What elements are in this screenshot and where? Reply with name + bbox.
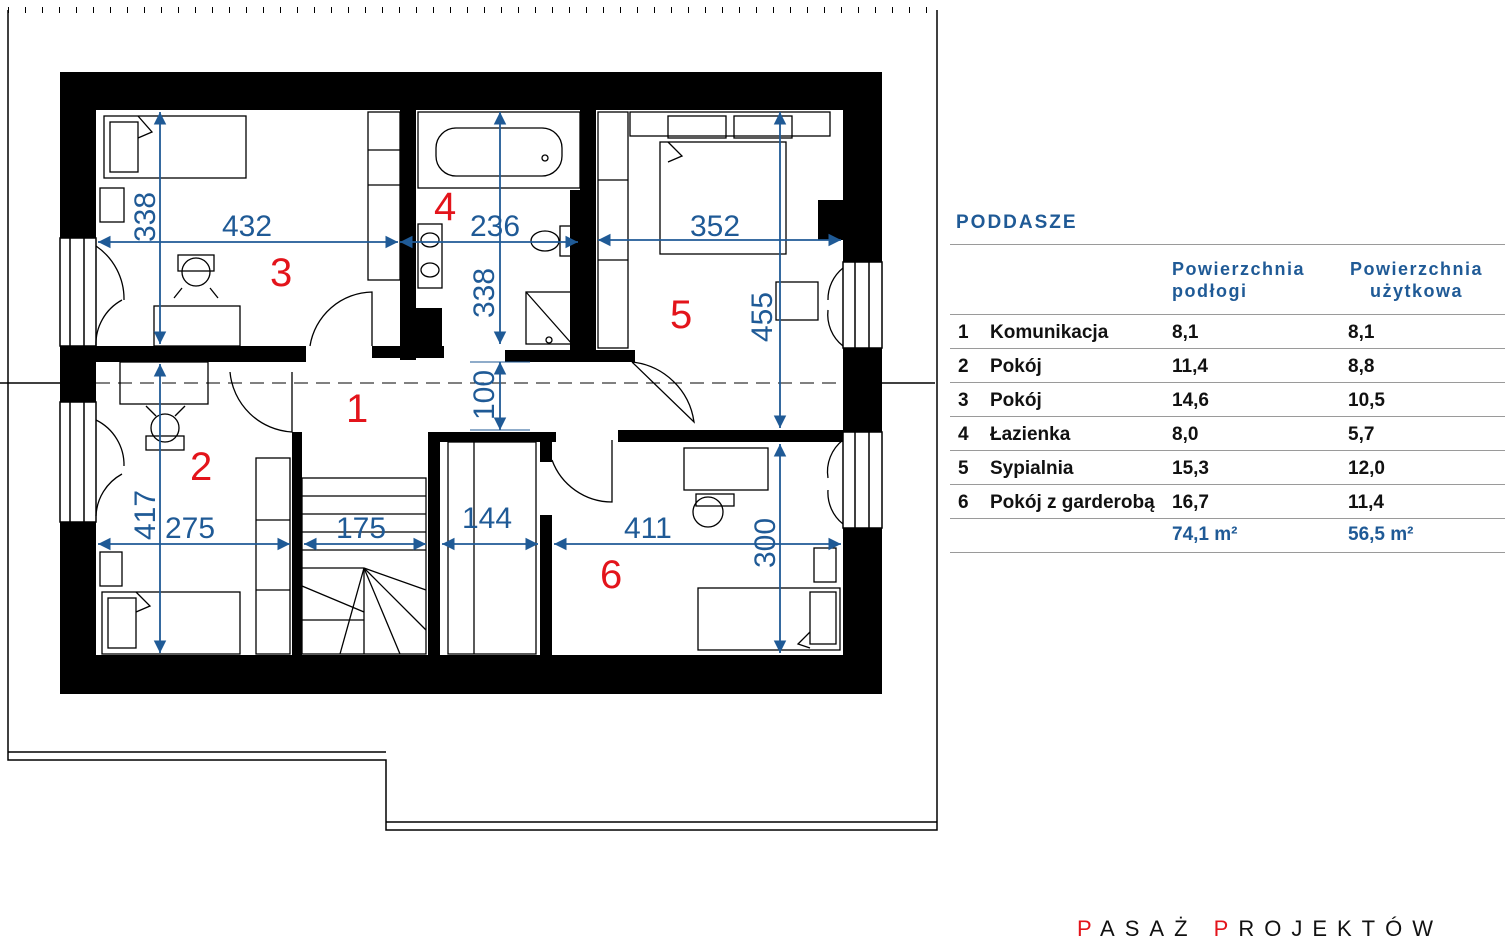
room-number: 1 [346,387,368,431]
table-total-row: 74,1 m² 56,5 m² [950,518,1505,552]
roof-outline [0,7,938,831]
dimension-label: 417 [129,490,162,540]
total-floor-area: 74,1 m² [1172,524,1238,545]
dimension-label: 411 [624,512,672,545]
dimension-label: 455 [746,292,779,342]
brand-logo: PASAŻ PROJEKTÓW [1077,916,1443,941]
dimension-label: 338 [468,268,501,318]
furniture [95,111,844,655]
table-row: 6 Pokój z garderobą 16,7 11,4 [958,492,1384,513]
dimension-label: 100 [468,370,501,420]
dimension-lines [98,112,841,653]
table-row: 3 Pokój 14,6 10,5 [958,390,1385,411]
dimension-labels: 432 338 236 338 352 455 100 417 275 175 … [129,192,782,568]
floor-plan: 432 338 236 338 352 455 100 417 275 175 … [0,7,938,831]
table-title: PODDASZE [956,212,1078,233]
table-row: 5 Sypialnia 15,3 12,0 [958,458,1385,479]
divider [950,314,1505,315]
dimension-label: 144 [462,502,512,535]
room-number: 5 [670,293,692,337]
dimension-label: 432 [222,210,272,243]
dimension-label: 338 [129,192,162,242]
table-row: 2 Pokój 11,4 8,8 [958,356,1375,377]
dimension-label: 275 [165,512,215,545]
room-number: 6 [600,553,622,597]
dimension-label: 300 [749,518,782,568]
room-number: 4 [434,185,456,229]
room-numbers: 1 2 3 4 5 6 [190,185,692,597]
dimension-label: 175 [336,512,386,545]
divider [950,244,1505,245]
table-row: 4 Łazienka 8,0 5,7 [958,424,1375,445]
interior-walls [96,110,843,655]
windows [59,237,883,529]
room-number: 3 [270,251,292,295]
room-number: 2 [190,445,212,489]
dimension-label: 236 [470,210,520,243]
dimension-label: 352 [690,210,740,243]
table-row: 1 Komunikacja 8,1 8,1 [958,322,1375,343]
total-usable-area: 56,5 m² [1348,524,1414,545]
